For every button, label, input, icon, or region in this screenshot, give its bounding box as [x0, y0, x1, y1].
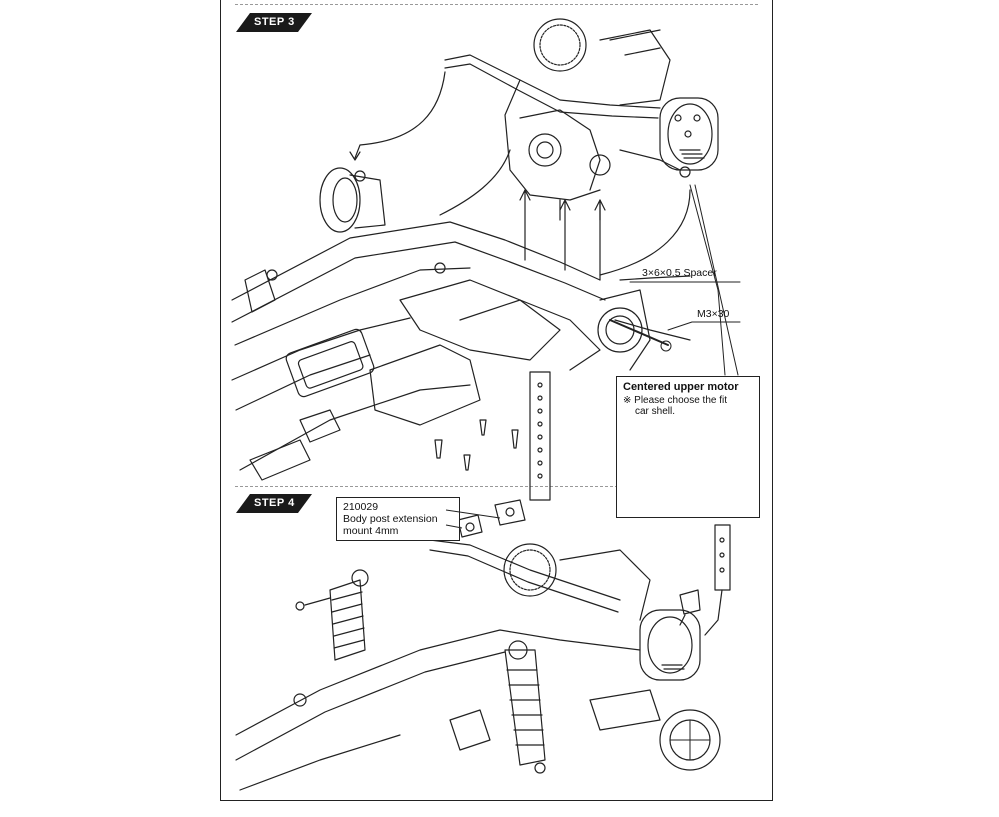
step3-gearbox: [444, 18, 719, 221]
centered-upper-motor-inset: Centered upper motor ※ Please choose the…: [616, 376, 760, 518]
step4-assembly: [235, 499, 731, 791]
step3-chassis: [231, 167, 651, 481]
callout-line2: mount 4mm: [343, 525, 399, 537]
inset-note-line2: car shell.: [635, 406, 676, 417]
part-210029-callout: 210029 Body post extension mount 4mm: [336, 497, 460, 541]
step-3-badge: STEP 3: [236, 13, 312, 32]
screw-label: M3×30: [697, 308, 730, 320]
step-3-label: STEP 3: [254, 16, 295, 28]
step-4-badge: STEP 4: [236, 494, 312, 513]
step3-arrows: [349, 71, 691, 341]
manual-page: [220, 0, 773, 801]
inset-note-line1: ※ Please choose the fit: [623, 395, 727, 406]
inset-title: Centered upper motor: [623, 381, 739, 393]
top-divider: [235, 4, 758, 5]
step-4-label: STEP 4: [254, 497, 295, 509]
step-divider: [235, 486, 758, 487]
step3-screws: [434, 371, 551, 501]
callout-part-number: 210029: [343, 501, 379, 513]
spacer-label: 3×6×0.5 Spacer: [642, 267, 717, 279]
step3-leaders: [609, 184, 741, 376]
callout-line1: Body post extension: [343, 513, 438, 525]
